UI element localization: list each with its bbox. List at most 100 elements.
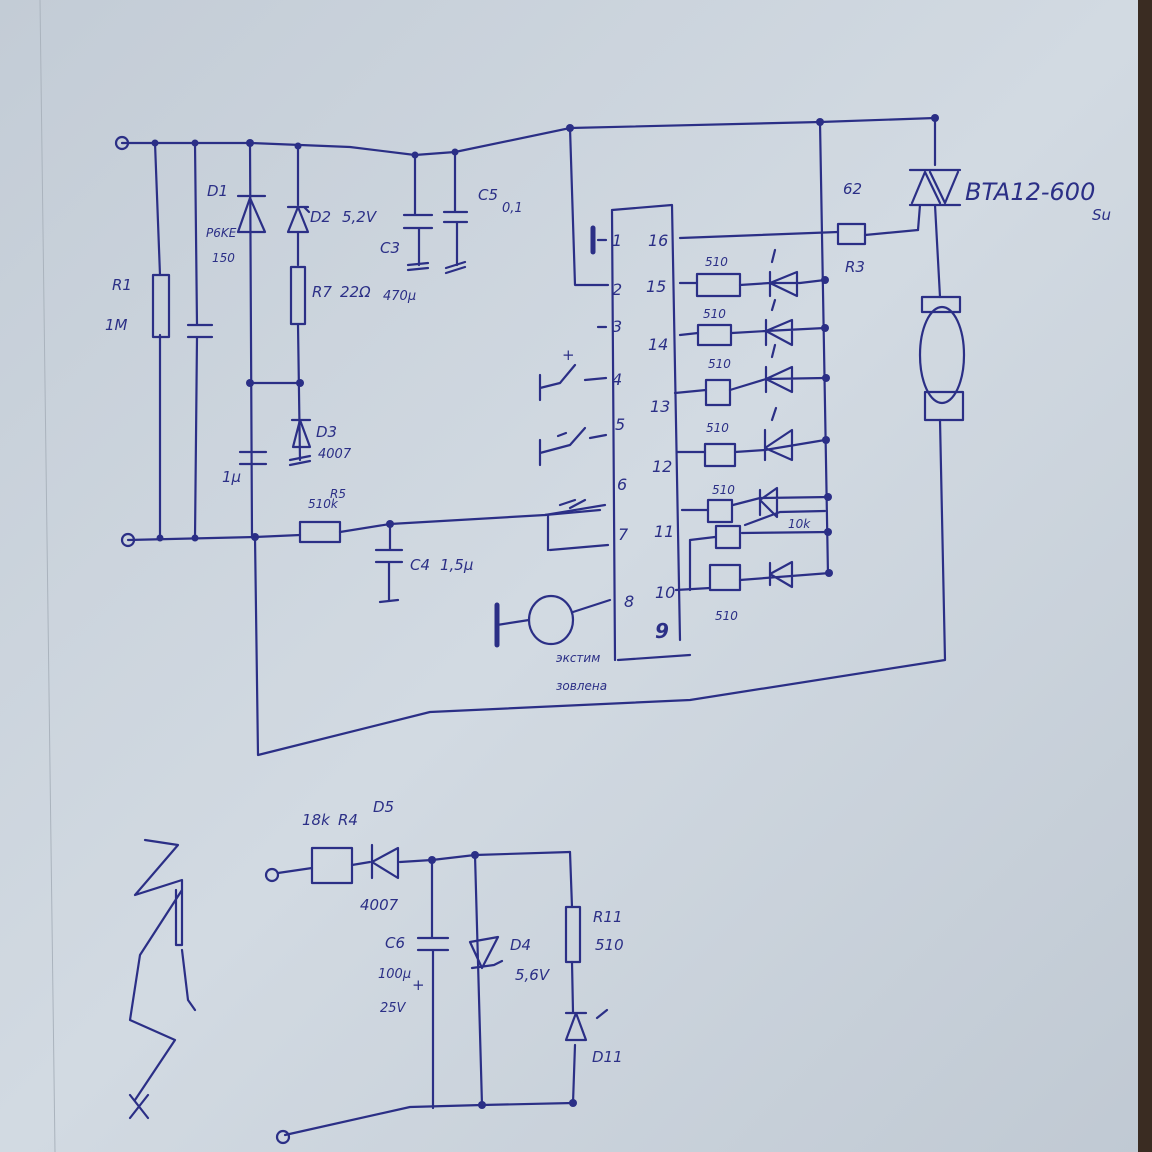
c6-voltage: 25V <box>380 1001 407 1016</box>
led-row: 510 <box>673 343 827 407</box>
terminal-top <box>114 135 130 151</box>
motor <box>918 305 966 405</box>
c6-label: C6 <box>385 934 405 952</box>
triac-note: Su <box>1092 206 1111 224</box>
r-bottom-value: 510 <box>715 609 738 623</box>
d5-value: 4007 <box>360 896 399 914</box>
motor-brush-bottom <box>923 390 965 422</box>
resistor-r3 <box>836 222 867 246</box>
c3-value: 470µ <box>383 289 416 304</box>
capacitor-c3 <box>402 153 434 272</box>
diode-d1 <box>236 194 267 234</box>
terminal-bottom-left <box>275 1129 291 1145</box>
resistor-r7 <box>289 265 307 326</box>
ic-body <box>610 203 692 662</box>
led-row: 510 <box>678 248 827 298</box>
r-led-value: 510 <box>706 421 729 435</box>
resistor-10k-row: 10k 510 <box>674 509 832 623</box>
table-edge <box>1138 0 1152 1152</box>
r11-label: R11 <box>593 908 623 926</box>
r-led-value: 510 <box>703 307 726 321</box>
ic-pin-10: 10 <box>655 583 675 602</box>
resistor-r4 <box>310 846 354 885</box>
ic-pin-16: 16 <box>648 231 668 250</box>
r1-label: R1 <box>112 276 132 294</box>
c1u-value: 1µ <box>222 468 241 486</box>
d4-value: 5,6V <box>515 966 551 984</box>
margin-sketch <box>128 838 197 1120</box>
capacitor-c4 <box>374 522 404 604</box>
resistor-r5 <box>298 520 342 544</box>
d5-label: D5 <box>373 798 394 816</box>
ic-left-pins: 1 2 3 4 5 6 7 8 <box>612 231 634 611</box>
switch-minus[interactable] <box>538 426 608 467</box>
d1-part: P6KE <box>206 226 237 240</box>
switch-plus-label: + <box>562 346 575 364</box>
ic-pin-7: 7 <box>618 525 629 544</box>
switch-plus[interactable] <box>538 363 608 402</box>
speaker-label-2: зовлена <box>556 679 607 693</box>
r7-label: R7 <box>312 283 332 301</box>
c3-label: C3 <box>380 239 400 257</box>
c5-label: C5 <box>478 186 498 204</box>
return-wire <box>253 418 947 757</box>
ic-pin-9: 9 <box>655 619 669 643</box>
r1-value: 1M <box>105 316 128 334</box>
triac-label: BTA12-600 <box>965 178 1095 206</box>
d3-label: D3 <box>316 423 337 441</box>
ic-pin-8: 8 <box>624 592 634 611</box>
terminal-bottom-circuit <box>264 867 280 883</box>
r-10k-value: 10k <box>788 517 811 531</box>
triac <box>908 116 962 299</box>
ic-pin-4: 4 <box>612 370 622 389</box>
r5-label: R5 <box>330 487 346 501</box>
c4-value: 1,5µ <box>440 556 473 574</box>
top-rail <box>120 116 937 157</box>
d2-value: 5,2V <box>342 208 378 226</box>
capacitor-c5 <box>442 150 469 275</box>
resistor-r1 <box>151 273 171 339</box>
d1-label: D1 <box>207 182 228 200</box>
r4-value: 18k <box>302 811 331 829</box>
r4-label: R4 <box>338 811 358 829</box>
c6-polarity: + <box>412 976 425 994</box>
ic-pin-14: 14 <box>648 335 668 354</box>
bottom-circuit: 18k R4 D5 4007 C6 100µ 25V + D4 5,6V R11… <box>264 798 624 1145</box>
diode-d3 <box>288 418 312 467</box>
d11-label: D11 <box>592 1048 623 1066</box>
led-d11 <box>564 1008 609 1042</box>
paper-edge <box>39 0 56 1152</box>
ic-pin-11: 11 <box>654 522 674 541</box>
bottom-circuit-rail <box>283 1101 575 1137</box>
c6-value: 100µ <box>378 967 411 982</box>
ic-pin-1: 1 <box>612 231 622 250</box>
d2-label: D2 <box>310 208 331 226</box>
terminal-bottom <box>120 532 136 548</box>
ic-pin-12: 12 <box>652 457 672 476</box>
r-led-value: 510 <box>712 483 735 497</box>
ic-pin-15: 15 <box>646 277 666 296</box>
capacitor-c6 <box>416 858 450 1110</box>
capacitor-1u <box>238 450 268 466</box>
r11-value: 510 <box>595 936 624 954</box>
resistor-r11 <box>564 905 582 964</box>
ic-pin-13: 13 <box>650 397 670 416</box>
c4-label: C4 <box>410 556 430 574</box>
ic-pin-5: 5 <box>615 415 625 434</box>
ic-pin-6: 6 <box>617 475 627 494</box>
led-row: 510 <box>678 298 827 347</box>
speaker-label-1: экстим <box>556 651 600 665</box>
motor-brush-top <box>920 295 962 314</box>
zener-d4 <box>468 853 504 1107</box>
led-row: 510 <box>675 406 827 468</box>
pin6-7-link <box>543 498 610 552</box>
ic-pin-3: 3 <box>612 317 622 336</box>
d4-label: D4 <box>510 936 531 954</box>
c5-value: 0,1 <box>502 201 523 216</box>
d3-value: 4007 <box>318 447 352 462</box>
zener-d2 <box>286 205 311 234</box>
d1-value: 150 <box>212 251 235 265</box>
top-circuit: R1 1M D1 P6KE 150 1µ D2 5,2V R7 22Ω D3 4… <box>105 114 1111 757</box>
